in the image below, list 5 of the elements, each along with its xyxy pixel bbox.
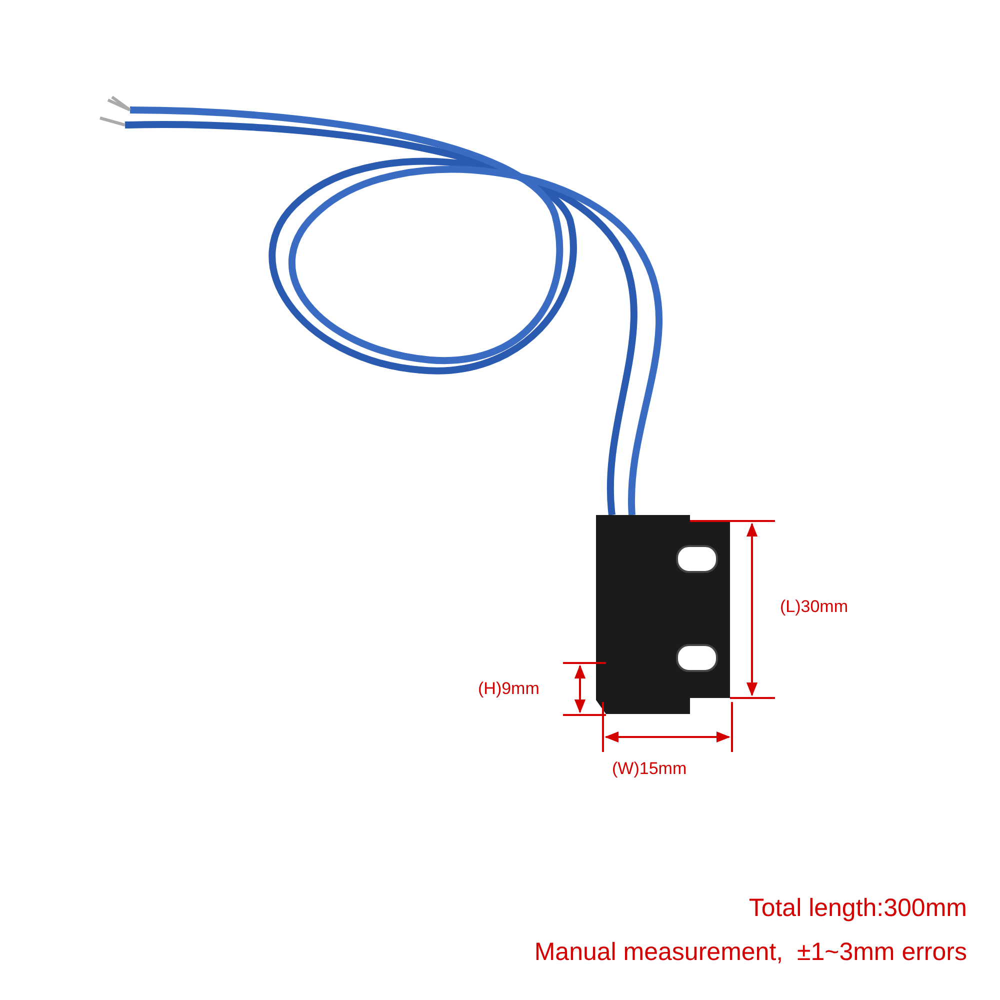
dimension-label: (L)30mm [780, 598, 848, 615]
note-text: Total length:300mm [748, 896, 967, 921]
dimension-label: (H)9mm [478, 680, 540, 697]
dimension-label: (W)15mm [612, 760, 687, 777]
note-text: Manual measurement, ±1~3mm errors [534, 940, 967, 965]
